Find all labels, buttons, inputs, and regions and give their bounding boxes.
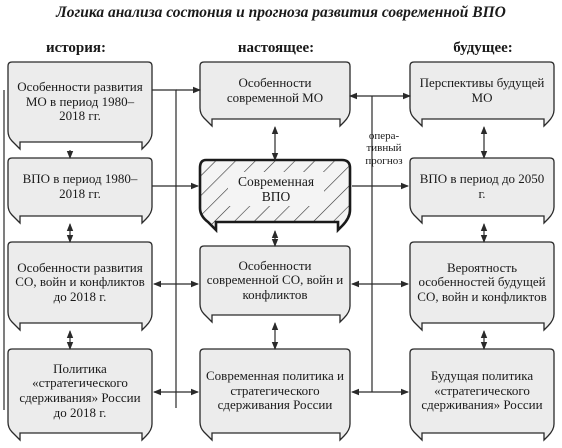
history-box-so: Особенности развития СО, войн и конфликт…: [15, 259, 145, 304]
column-header-history: история:: [45, 40, 107, 56]
future-box-vpo: ВПО в период до 2050 г.: [419, 171, 545, 201]
box-shape-future-4: [409, 348, 555, 442]
history-box-vpo: ВПО в период 1980–2018 гг.: [22, 171, 138, 201]
column-header-future: будущее:: [453, 40, 513, 56]
box-shape-future-2: [409, 157, 555, 225]
present-box-mo: Особенности современной МО: [226, 74, 324, 105]
box-shape-history-1: [7, 61, 153, 151]
connectors: [3, 86, 488, 410]
box-shape-future-1: [409, 61, 555, 128]
box-shape-present-1: [199, 61, 351, 128]
present-box-vpo: Современная ВПО: [237, 173, 315, 204]
box-shape-history-3: [7, 241, 153, 332]
present-box-so: Особенности современной СО, войн и конфл…: [206, 257, 344, 302]
history-box-mo: Особенности развития МО в период 1980–20…: [17, 79, 143, 124]
diagram-title: Логика анализа состония и прогноза разви…: [56, 4, 506, 21]
history-box-policy: Политика «стратегического сдерживания» Р…: [19, 360, 141, 420]
box-shape-present-4: [199, 348, 351, 442]
center-box-shape: [198, 158, 352, 234]
box-shape-present-3: [199, 245, 351, 324]
future-box-mo: Перспективы будущей МО: [419, 74, 545, 105]
box-shape-history-2: [7, 157, 153, 225]
future-box-so: Вероятность особенностей будущей СО, вой…: [417, 259, 547, 304]
present-box-policy: Современная политика и стратегического с…: [206, 368, 344, 413]
box-shape-history-4: [7, 348, 153, 442]
column-header-present: настоящее:: [237, 40, 315, 56]
future-box-policy: Будущая политика «стратегического сдержи…: [421, 368, 543, 413]
forecast-label: опера- тивный прогноз: [365, 130, 403, 167]
box-shape-future-3: [409, 241, 555, 332]
box-shapes: [7, 61, 555, 442]
